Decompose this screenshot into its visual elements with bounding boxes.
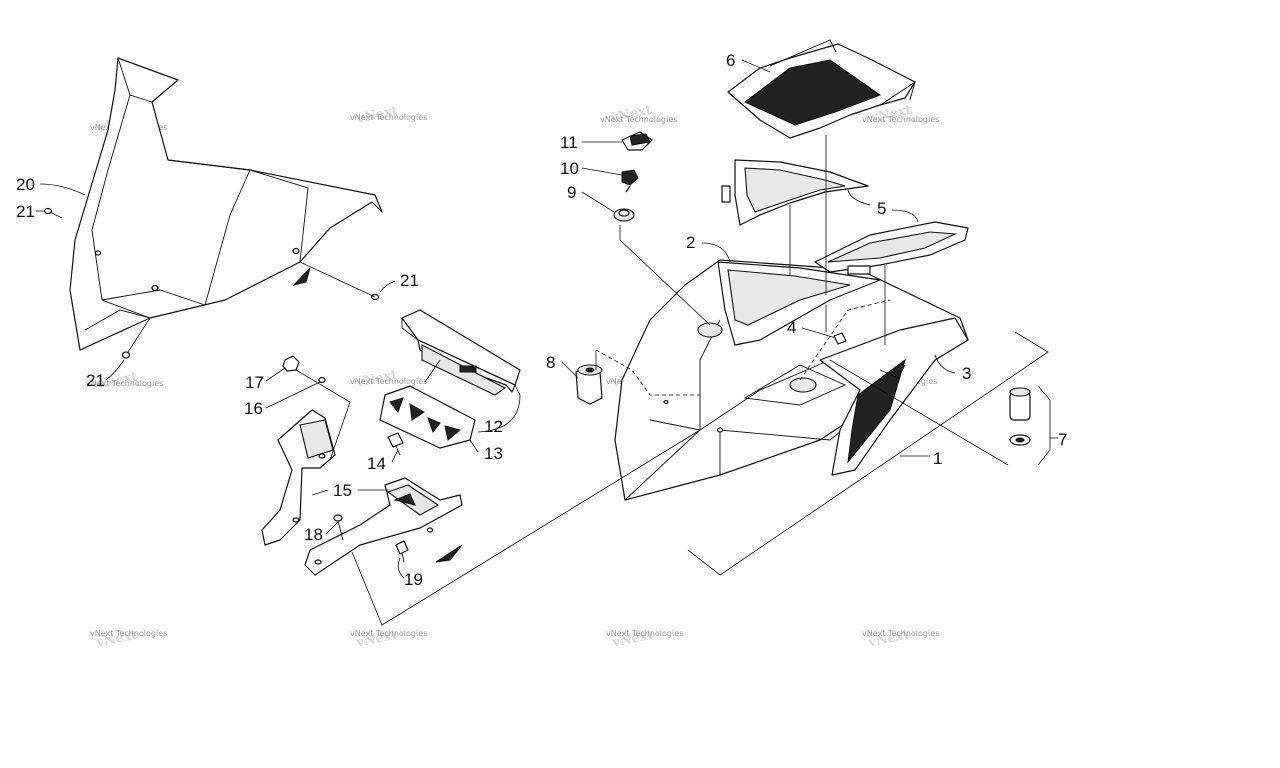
svg-text:vNext Technologies: vNext Technologies	[86, 379, 163, 388]
callout-label: 8	[546, 353, 555, 372]
bezel	[613, 208, 635, 222]
storage-tray	[727, 39, 916, 139]
watermark: vNext vNext Technologies	[350, 628, 427, 652]
side-panel	[819, 317, 969, 476]
leader-lines	[36, 59, 1058, 626]
svg-text:vNext Technologies: vNext Technologies	[350, 377, 427, 386]
callout-label: 4	[787, 318, 796, 337]
callout-label: 16	[244, 399, 263, 418]
callout-label: 21	[400, 271, 419, 290]
switch	[1009, 387, 1031, 421]
watermark: vNext vNext Technologies	[350, 368, 427, 392]
svg-text:vNext Technologies: vNext Technologies	[862, 115, 939, 124]
direction-arrow	[292, 267, 311, 286]
direction-arrow	[435, 544, 463, 563]
callout-label: 7	[1058, 430, 1067, 449]
lens-panel-left	[721, 159, 869, 226]
callout-label: 1	[933, 449, 942, 468]
screw	[121, 351, 131, 359]
watermark: vNext vNext Technologies	[600, 103, 677, 127]
screw	[833, 332, 847, 345]
svg-text:vNext Technologies: vNext Technologies	[90, 629, 167, 638]
callout-label: 10	[560, 159, 579, 178]
callout-label: 6	[726, 51, 735, 70]
callout-label: 14	[367, 454, 386, 473]
watermark: vNext vNext Technologies	[350, 103, 427, 127]
screw	[395, 540, 409, 563]
svg-text:vNext Technologies: vNext Technologies	[350, 629, 427, 638]
callout-label: 21	[16, 202, 35, 221]
callout-label: 13	[484, 444, 503, 463]
callout-label: 11	[560, 133, 578, 152]
callout-label: 20	[16, 175, 35, 194]
callout-label: 5	[877, 199, 886, 218]
nut	[1009, 434, 1031, 446]
callout-label: 19	[404, 570, 423, 589]
screw	[333, 514, 344, 541]
callout-label: 15	[333, 481, 352, 500]
callout-label: 3	[962, 364, 971, 383]
windshield	[69, 57, 383, 351]
callout-label: 12	[484, 417, 503, 436]
callout-label: 2	[686, 233, 695, 252]
callouts: 1 2 3 4 5 6 7 8 9 10 11 12 13 14 15 16 1…	[16, 51, 1067, 589]
nut	[282, 355, 300, 372]
svg-text:vNext Technologies: vNext Technologies	[600, 115, 677, 124]
washer	[318, 376, 326, 384]
watermark: vNext vNext Technologies	[862, 103, 939, 127]
callout-label: 21	[86, 371, 105, 390]
svg-text:vNext Technologies: vNext Technologies	[862, 629, 939, 638]
mount-bracket-left	[261, 409, 336, 546]
hood-trim	[717, 261, 881, 346]
watermark: vNext vNext Technologies	[90, 628, 167, 652]
gauge	[401, 309, 521, 396]
mount-bracket-right	[304, 477, 463, 576]
screw	[43, 207, 63, 219]
svg-text:vNext Technologies: vNext Technologies	[606, 629, 683, 638]
ignition-switch	[575, 364, 603, 405]
watermark: vNext vNext Technologies	[606, 628, 683, 652]
screw	[387, 432, 404, 456]
callout-label: 17	[245, 373, 264, 392]
key-cap	[621, 131, 653, 151]
callout-label: 9	[567, 183, 576, 202]
watermark: vNext vNext Technologies	[862, 627, 939, 651]
callout-label: 18	[304, 525, 323, 544]
svg-text:vNext Technologies: vNext Technologies	[350, 113, 427, 122]
key	[621, 169, 639, 193]
watermark: vNext vNext Technologies	[86, 370, 163, 394]
lens-panel-right	[814, 221, 969, 275]
